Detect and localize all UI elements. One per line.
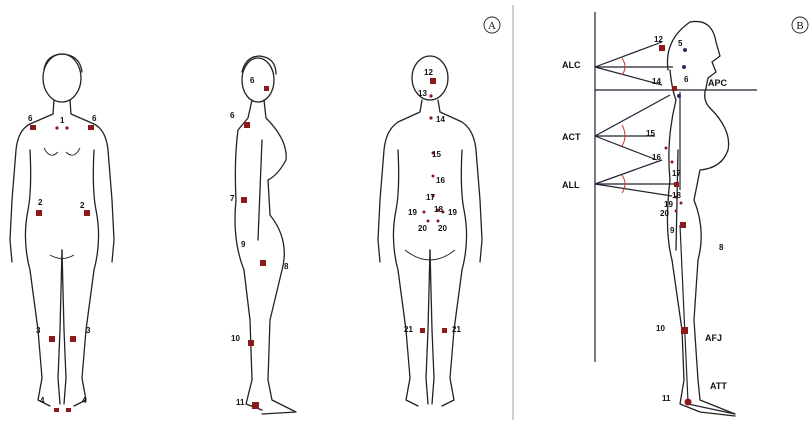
svg-text:ACT: ACT: [562, 132, 581, 142]
svg-text:APC: APC: [708, 78, 728, 88]
side-view-figure: [235, 56, 296, 414]
reference-lines: [595, 12, 757, 414]
front-view-figure: [10, 54, 114, 406]
svg-text:12: 12: [654, 35, 663, 44]
side-view-labels: 6 6 7 9 8 10 11: [230, 76, 289, 407]
panel-b-label: B: [792, 17, 808, 33]
back-view-figure: [378, 56, 482, 406]
svg-text:11: 11: [236, 398, 245, 407]
svg-text:19: 19: [664, 200, 673, 209]
svg-text:9: 9: [670, 226, 675, 235]
svg-text:AFJ: AFJ: [705, 333, 722, 343]
svg-text:12: 12: [424, 68, 433, 77]
svg-text:13: 13: [418, 89, 427, 98]
svg-text:15: 15: [432, 150, 441, 159]
svg-text:4: 4: [40, 396, 45, 405]
svg-text:ALL: ALL: [562, 180, 580, 190]
svg-text:6: 6: [250, 76, 255, 85]
svg-text:6: 6: [230, 111, 235, 120]
svg-text:20: 20: [660, 209, 669, 218]
svg-text:16: 16: [436, 176, 445, 185]
svg-text:10: 10: [656, 324, 665, 333]
panel-a-label: A: [484, 17, 500, 33]
svg-text:18: 18: [672, 191, 681, 200]
svg-text:19: 19: [408, 208, 417, 217]
svg-text:17: 17: [672, 169, 681, 178]
svg-text:A: A: [488, 20, 496, 32]
svg-text:3: 3: [36, 326, 41, 335]
svg-text:6: 6: [92, 114, 97, 123]
svg-text:4: 4: [82, 396, 87, 405]
back-view-labels: 12 13 14 15 16 17 18 19 19 20 20 21 21: [404, 68, 461, 334]
svg-text:2: 2: [38, 198, 43, 207]
svg-text:5: 5: [678, 39, 683, 48]
svg-text:8: 8: [284, 262, 289, 271]
svg-text:2: 2: [80, 201, 85, 210]
svg-text:15: 15: [646, 129, 655, 138]
svg-text:16: 16: [652, 153, 661, 162]
svg-text:6: 6: [28, 114, 33, 123]
svg-text:8: 8: [719, 243, 724, 252]
svg-text:3: 3: [86, 326, 91, 335]
svg-text:ATT: ATT: [710, 381, 727, 391]
svg-text:ALC: ALC: [562, 60, 581, 70]
svg-text:20: 20: [438, 224, 447, 233]
svg-text:19: 19: [448, 208, 457, 217]
svg-text:18: 18: [434, 205, 443, 214]
svg-text:10: 10: [231, 334, 240, 343]
svg-text:6: 6: [684, 75, 689, 84]
svg-text:17: 17: [426, 193, 435, 202]
svg-text:20: 20: [418, 224, 427, 233]
svg-text:B: B: [796, 20, 803, 32]
svg-text:1: 1: [60, 116, 65, 125]
svg-text:14: 14: [652, 77, 661, 86]
svg-text:11: 11: [662, 394, 671, 403]
angle-arcs: [622, 58, 625, 193]
svg-text:7: 7: [230, 194, 235, 203]
angle-labels: ALC APC ACT ALL AFJ ATT: [562, 60, 728, 391]
svg-text:14: 14: [436, 115, 445, 124]
svg-text:9: 9: [241, 240, 246, 249]
svg-text:21: 21: [404, 325, 413, 334]
svg-text:21: 21: [452, 325, 461, 334]
